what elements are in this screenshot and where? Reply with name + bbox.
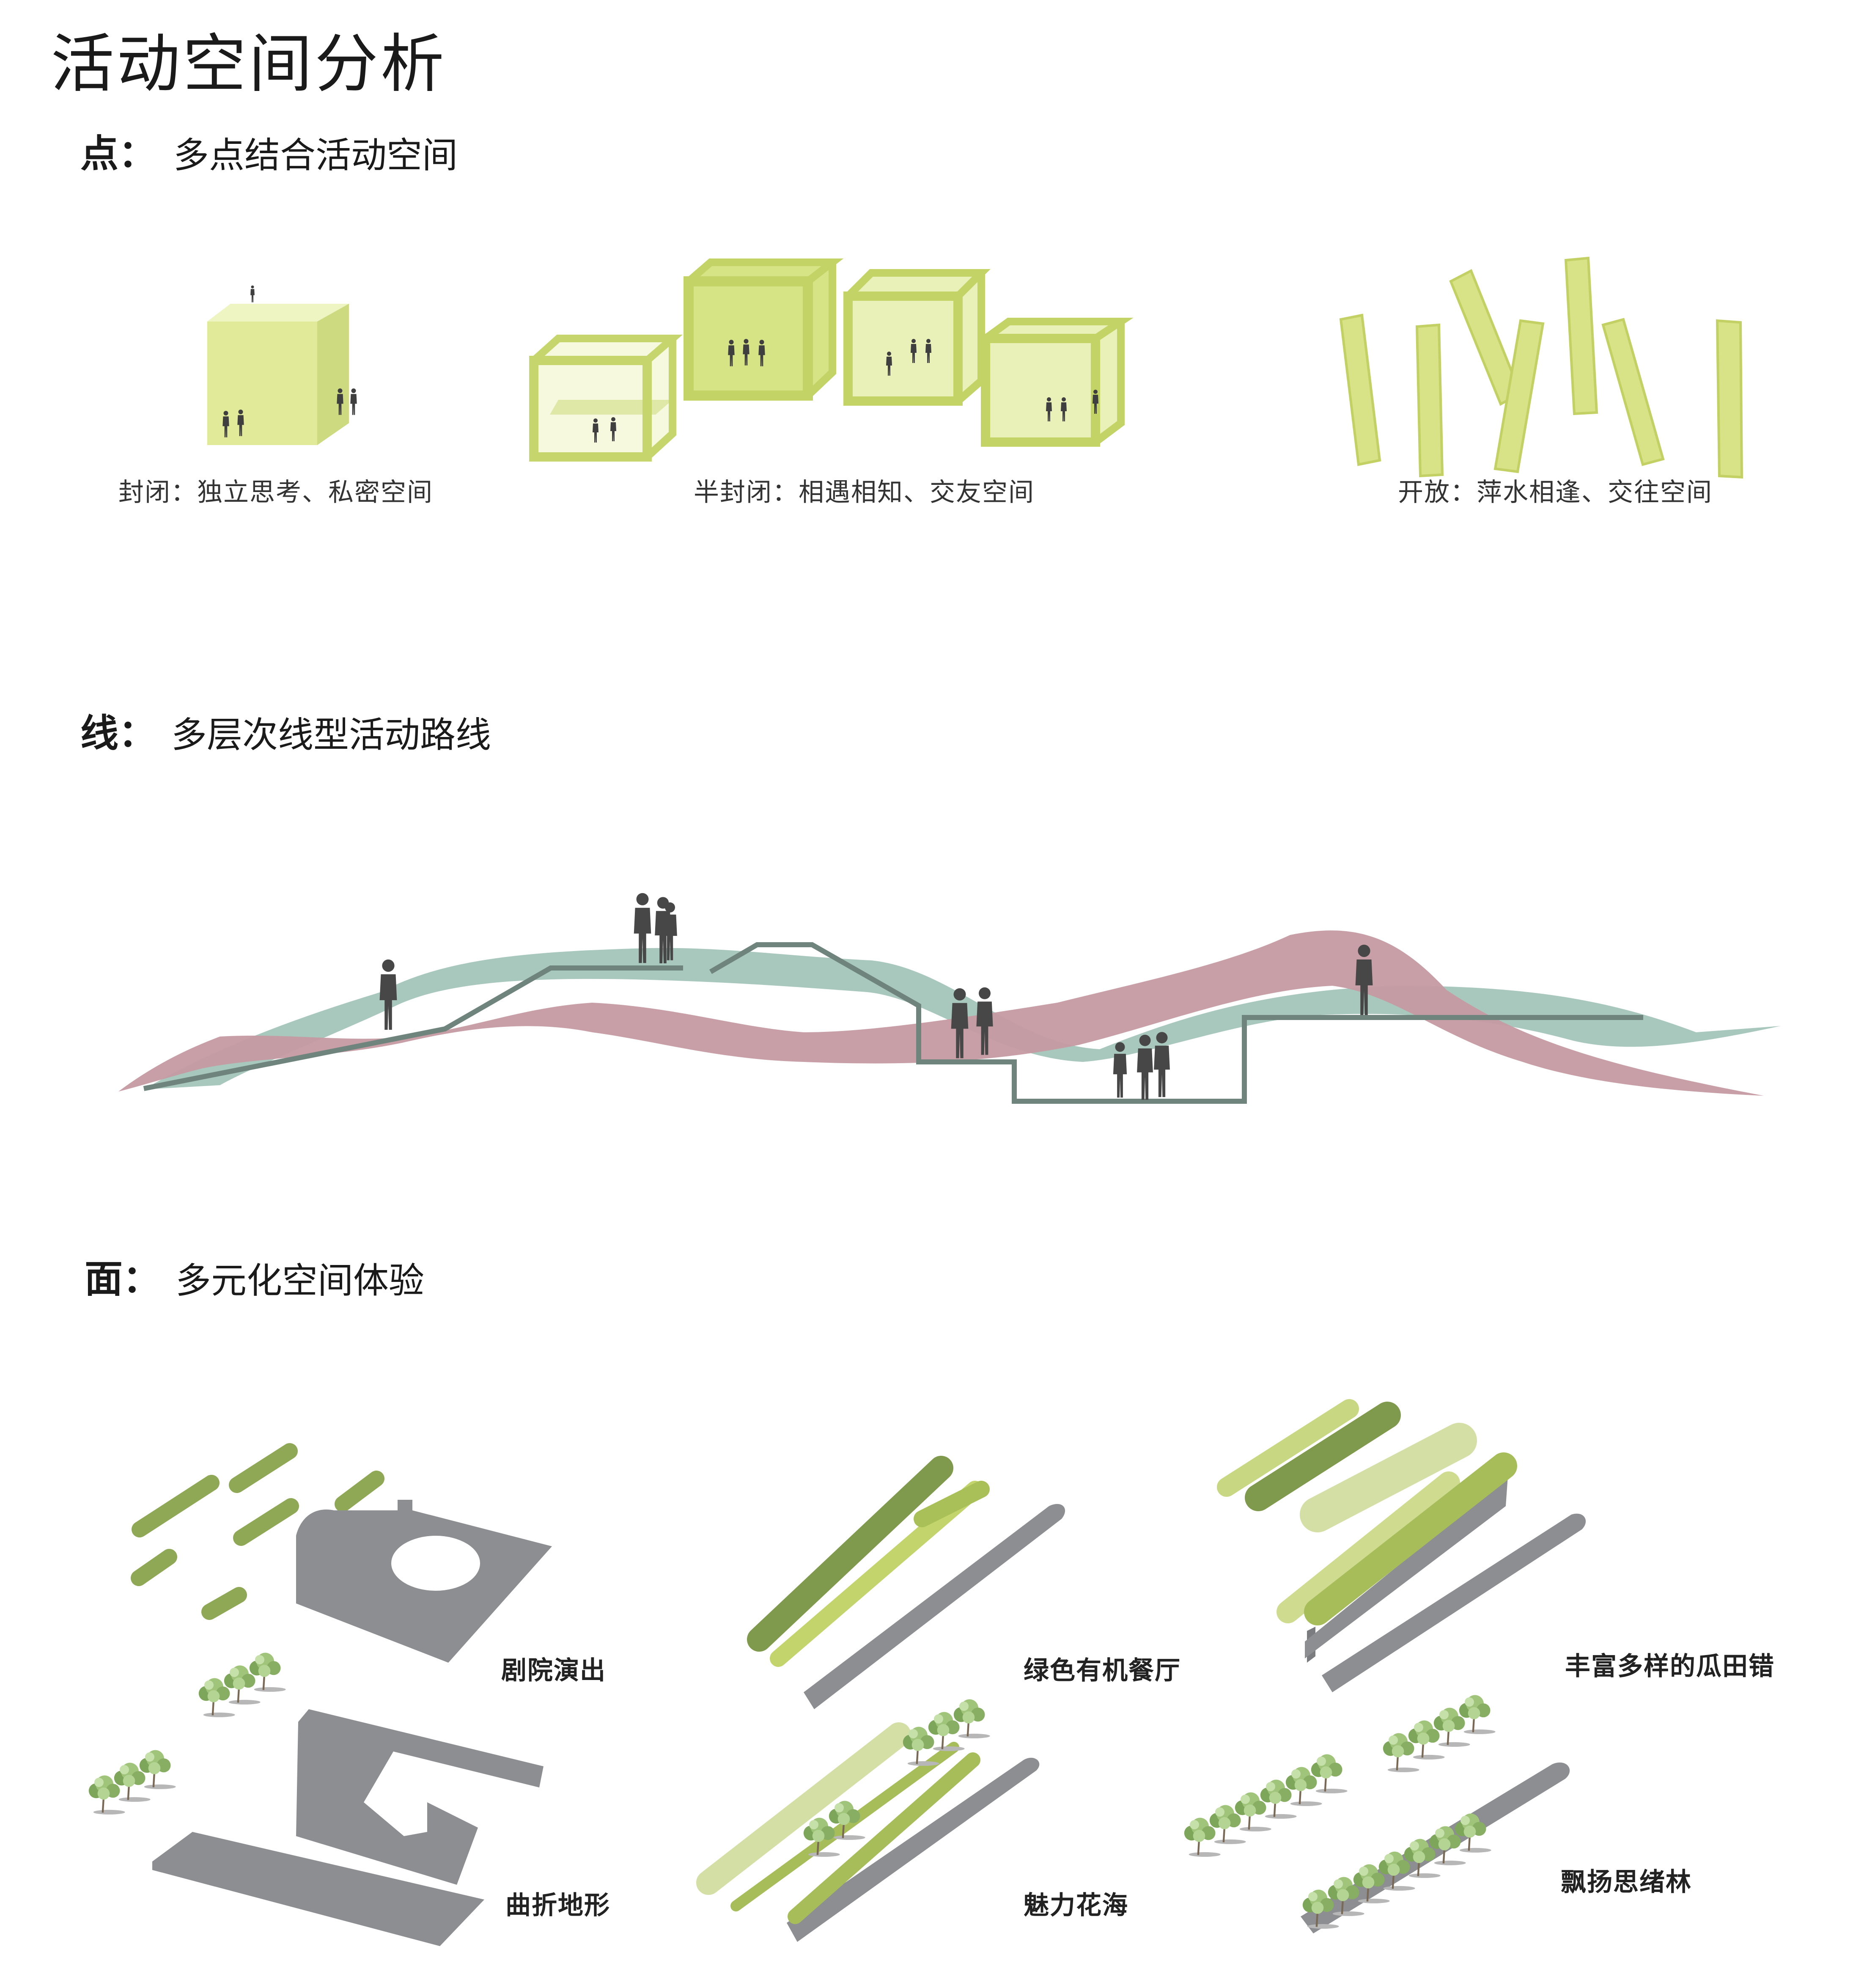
caption-open: 开放：萍水相逢、交往空间: [1398, 478, 1713, 507]
page-title: 活动空间分析: [51, 27, 447, 101]
point-heading: 点：: [80, 132, 156, 176]
caption-semi-closed: 半封闭：相遇相知、交友空间: [694, 478, 1035, 507]
surface-heading: 面：: [85, 1257, 161, 1301]
surface-subtitle: 多元化空间体验: [176, 1260, 425, 1301]
line-heading: 线：: [80, 711, 156, 756]
theater-diagram: [89, 1443, 552, 1815]
restaurant-diagram: [747, 1456, 1065, 1709]
open-pillars: [1339, 256, 1743, 479]
label-winding: 曲折地形: [505, 1891, 610, 1920]
semi-closed-boxes: [529, 258, 1134, 462]
tree-icon: [954, 1699, 990, 1738]
label-restaurant: 绿色有机餐厅: [1024, 1656, 1181, 1686]
point-subtitle: 多点结合活动空间: [173, 135, 458, 176]
closed-box: [207, 285, 357, 445]
tree-icon: [250, 1653, 286, 1692]
caption-closed: 封闭：独立思考、私密空间: [118, 478, 433, 507]
label-forest: 飘扬思绪林: [1561, 1867, 1692, 1897]
person-icon: [379, 959, 397, 1030]
winding-terrain: [152, 1709, 544, 1946]
flowers-diagram: [696, 1699, 1040, 1942]
tree-icon: [1311, 1754, 1348, 1793]
field-diagram: [1217, 1399, 1586, 1692]
label-theater: 剧院演出: [501, 1656, 606, 1686]
tree-icon: [1459, 1695, 1496, 1734]
tree-icon: [140, 1750, 176, 1789]
person-icon: [350, 388, 357, 415]
line-subtitle: 多层次线型活动路线: [171, 714, 491, 756]
person-icon: [250, 285, 255, 302]
label-flowers: 魅力花海: [1024, 1891, 1128, 1920]
forest-diagram: [1184, 1695, 1570, 1933]
label-field: 丰富多样的瓜田错: [1565, 1652, 1775, 1681]
line-ribbons: [118, 930, 1781, 1104]
